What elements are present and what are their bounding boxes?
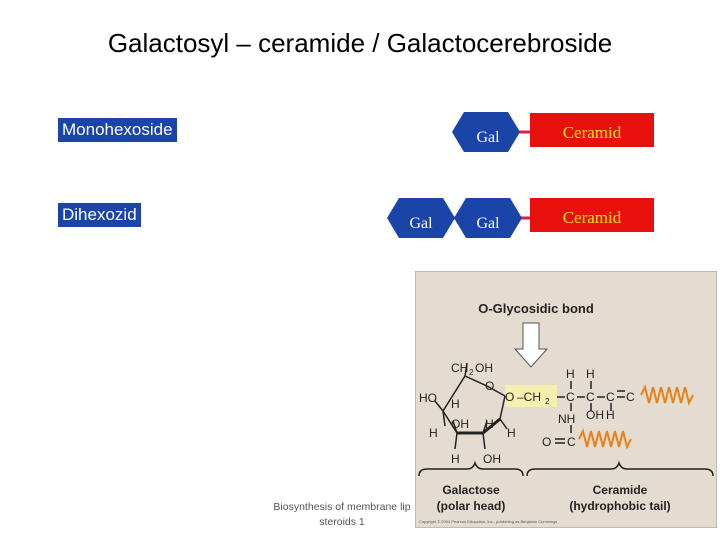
glycosidic-bond-label: O-Glycosidic bond bbox=[478, 301, 594, 316]
galactose-ring bbox=[434, 362, 508, 450]
footer-line: steroids 1 bbox=[319, 516, 365, 528]
ceramide-box bbox=[530, 198, 654, 232]
svg-text:C: C bbox=[586, 390, 595, 404]
svg-text:2: 2 bbox=[545, 397, 550, 406]
svg-text:O: O bbox=[505, 390, 514, 404]
fatty-acid-tail bbox=[578, 428, 632, 450]
galactose-label: Gal bbox=[409, 215, 433, 232]
ceramide-label: Ceramid bbox=[563, 208, 622, 227]
svg-text:OH: OH bbox=[483, 452, 501, 466]
svg-text:O: O bbox=[485, 379, 494, 393]
galactose-hexagon bbox=[387, 198, 455, 238]
galactose-label: Gal bbox=[476, 215, 500, 232]
svg-text:C: C bbox=[567, 435, 576, 449]
svg-text:OH: OH bbox=[475, 361, 493, 375]
svg-text:O: O bbox=[542, 435, 551, 449]
svg-text:H: H bbox=[606, 408, 615, 422]
fatty-acid-tail bbox=[640, 384, 694, 406]
footer-line: Biosynthesis of membrane lip bbox=[273, 501, 411, 513]
ceramide-brace bbox=[526, 460, 714, 477]
galactose-label: Gal bbox=[476, 129, 500, 146]
galactose-hexagon bbox=[454, 198, 522, 238]
dihexozid-label: Dihexozid bbox=[58, 203, 141, 227]
svg-text:C: C bbox=[566, 390, 575, 404]
hydrophobic-tail-caption: (hydrophobic tail) bbox=[569, 499, 670, 513]
galactose-caption: Galactose bbox=[442, 483, 500, 497]
svg-text:–CH: –CH bbox=[517, 390, 541, 404]
svg-text:H: H bbox=[507, 426, 516, 440]
svg-text:HO: HO bbox=[419, 391, 437, 405]
slide-footer: Biosynthesis of membrane lip steroids 1 bbox=[262, 500, 422, 530]
monohexoside-label: Monohexoside bbox=[58, 118, 177, 142]
slide-title: Galactosyl – ceramide / Galactocerebrosi… bbox=[107, 28, 613, 58]
galactose-brace bbox=[418, 460, 524, 477]
svg-text:H: H bbox=[451, 452, 460, 466]
svg-text:H: H bbox=[429, 426, 438, 440]
polar-head-caption: (polar head) bbox=[437, 499, 506, 513]
ceramide-backbone bbox=[555, 381, 625, 444]
svg-text:NH: NH bbox=[558, 412, 575, 426]
galactose-hexagon bbox=[452, 112, 520, 152]
svg-text:OH: OH bbox=[451, 417, 469, 431]
svg-text:C: C bbox=[626, 390, 635, 404]
arrow-down-icon bbox=[513, 322, 549, 368]
svg-text:C: C bbox=[606, 390, 615, 404]
ceramide-caption: Ceramide bbox=[593, 483, 648, 497]
ceramide-label: Ceramid bbox=[563, 123, 622, 142]
copyright-text: Copyright © 2004 Pearson Education, Inc.… bbox=[419, 519, 557, 524]
svg-text:H: H bbox=[451, 397, 460, 411]
svg-text:H: H bbox=[485, 417, 494, 431]
svg-text:H: H bbox=[586, 367, 595, 381]
bond-highlight bbox=[505, 385, 557, 407]
svg-text:2: 2 bbox=[469, 368, 474, 377]
ceramide-box bbox=[530, 113, 654, 147]
svg-text:H: H bbox=[566, 367, 575, 381]
svg-text:CH: CH bbox=[451, 361, 468, 375]
svg-text:OH: OH bbox=[586, 408, 604, 422]
